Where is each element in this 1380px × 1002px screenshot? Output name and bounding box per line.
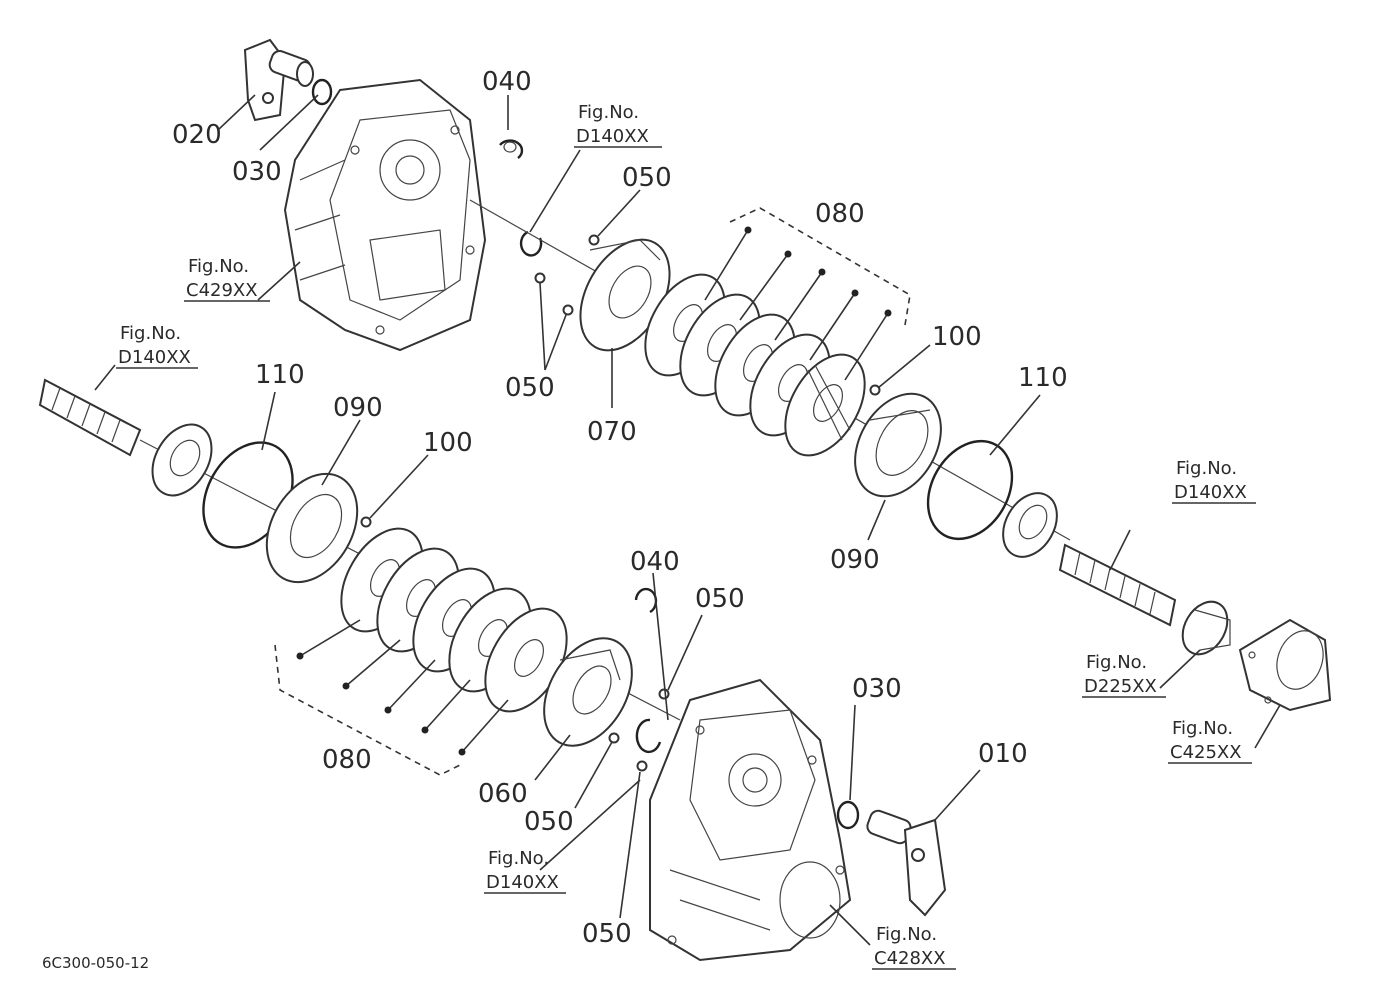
- callout-010[interactable]: 010: [978, 739, 1028, 769]
- group-080-top-bracket: [704, 207, 911, 381]
- diagram-code: 6C300-050-12: [42, 954, 149, 972]
- group-080-bottom-bracket: [274, 619, 509, 776]
- figref-d140-bottom[interactable]: Fig.No. D140XX: [484, 848, 566, 894]
- snap-ring-040-top[interactable]: [499, 139, 524, 159]
- svg-text:C428XX: C428XX: [874, 948, 946, 969]
- o-ring-030-top[interactable]: [311, 78, 333, 106]
- snap-ring-040-bottom[interactable]: [634, 587, 658, 614]
- svg-text:C429XX: C429XX: [186, 280, 258, 301]
- shaft-d140-right[interactable]: [1058, 543, 1177, 627]
- lever-arm-020[interactable]: [243, 38, 314, 122]
- svg-text:C425XX: C425XX: [1170, 742, 1242, 763]
- callout-100-top[interactable]: 100: [932, 322, 982, 352]
- svg-text:D140XX: D140XX: [576, 126, 649, 147]
- svg-text:Fig.No.: Fig.No.: [488, 848, 549, 869]
- figref-d140-top[interactable]: Fig.No. D140XX: [574, 102, 662, 148]
- svg-text:Fig.No.: Fig.No.: [876, 924, 937, 945]
- callout-090-left[interactable]: 090: [333, 393, 383, 423]
- shaft-d140-left[interactable]: [38, 378, 142, 457]
- svg-text:Fig.No.: Fig.No.: [1172, 718, 1233, 739]
- callout-080-bottom[interactable]: 080: [322, 745, 372, 775]
- ball-050-c[interactable]: [562, 304, 574, 316]
- housing-c429[interactable]: [283, 78, 487, 352]
- pressure-plate-090-top[interactable]: [838, 378, 959, 511]
- svg-text:Fig.No.: Fig.No.: [188, 256, 249, 277]
- leader-lines: [94, 94, 1281, 946]
- callout-110-right[interactable]: 110: [1018, 363, 1068, 393]
- figref-d140-right[interactable]: Fig.No. D140XX: [1172, 458, 1256, 504]
- svg-text:D140XX: D140XX: [118, 347, 191, 368]
- ball-050-e[interactable]: [636, 760, 648, 772]
- snap-ring-bottom-small[interactable]: [635, 718, 662, 754]
- callout-030-top[interactable]: 030: [232, 157, 282, 187]
- bearing-left[interactable]: [140, 414, 223, 506]
- bearing-top-right[interactable]: [992, 484, 1068, 567]
- snap-ring-top-small[interactable]: [519, 230, 543, 257]
- ball-100-left[interactable]: [360, 516, 372, 528]
- callout-060[interactable]: 060: [478, 779, 528, 809]
- callout-050-right[interactable]: 050: [695, 584, 745, 614]
- lever-arm-010[interactable]: [865, 809, 947, 917]
- callout-110-left[interactable]: 110: [255, 360, 305, 390]
- pressure-plate-090-left[interactable]: [248, 458, 375, 598]
- callout-050-top[interactable]: 050: [622, 163, 672, 193]
- coupler-d225[interactable]: [1174, 594, 1237, 662]
- ball-100-top[interactable]: [869, 384, 881, 396]
- callout-050-mid[interactable]: 050: [505, 373, 555, 403]
- o-ring-030-bottom[interactable]: [836, 800, 860, 830]
- callout-040-bottom[interactable]: 040: [630, 547, 680, 577]
- housing-c425[interactable]: [1238, 618, 1332, 712]
- callout-050-bottom[interactable]: 050: [582, 919, 632, 949]
- figref-c428[interactable]: Fig.No. C428XX: [872, 924, 956, 970]
- piston-plate-060[interactable]: [526, 623, 650, 761]
- callout-050-lower[interactable]: 050: [524, 807, 574, 837]
- figref-c429[interactable]: Fig.No. C429XX: [184, 256, 270, 302]
- figref-d140-left[interactable]: Fig.No. D140XX: [116, 323, 198, 369]
- svg-text:Fig.No.: Fig.No.: [578, 102, 639, 123]
- clutch-pack-080-bottom[interactable]: [325, 515, 584, 726]
- callout-070[interactable]: 070: [587, 417, 637, 447]
- svg-text:Fig.No.: Fig.No.: [120, 323, 181, 344]
- svg-text:Fig.No.: Fig.No.: [1176, 458, 1237, 479]
- svg-text:D140XX: D140XX: [1174, 482, 1247, 503]
- ball-050-f[interactable]: [658, 688, 670, 700]
- ball-050-a[interactable]: [588, 234, 600, 246]
- figref-d225[interactable]: Fig.No. D225XX: [1082, 652, 1166, 698]
- callout-020[interactable]: 020: [172, 120, 222, 150]
- snap-ring-110-top[interactable]: [911, 426, 1029, 554]
- callout-030-bottom[interactable]: 030: [852, 674, 902, 704]
- ball-050-b[interactable]: [534, 272, 546, 284]
- housing-c428[interactable]: [649, 678, 852, 962]
- ball-050-d[interactable]: [608, 732, 620, 744]
- callout-100-left[interactable]: 100: [423, 428, 473, 458]
- svg-text:Fig.No.: Fig.No.: [1086, 652, 1147, 673]
- figref-c425[interactable]: Fig.No. C425XX: [1168, 718, 1252, 764]
- callout-040-top[interactable]: 040: [482, 67, 532, 97]
- callout-090-right[interactable]: 090: [830, 545, 880, 575]
- svg-text:D225XX: D225XX: [1084, 676, 1157, 697]
- svg-text:D140XX: D140XX: [486, 872, 559, 893]
- callout-080-top[interactable]: 080: [815, 199, 865, 229]
